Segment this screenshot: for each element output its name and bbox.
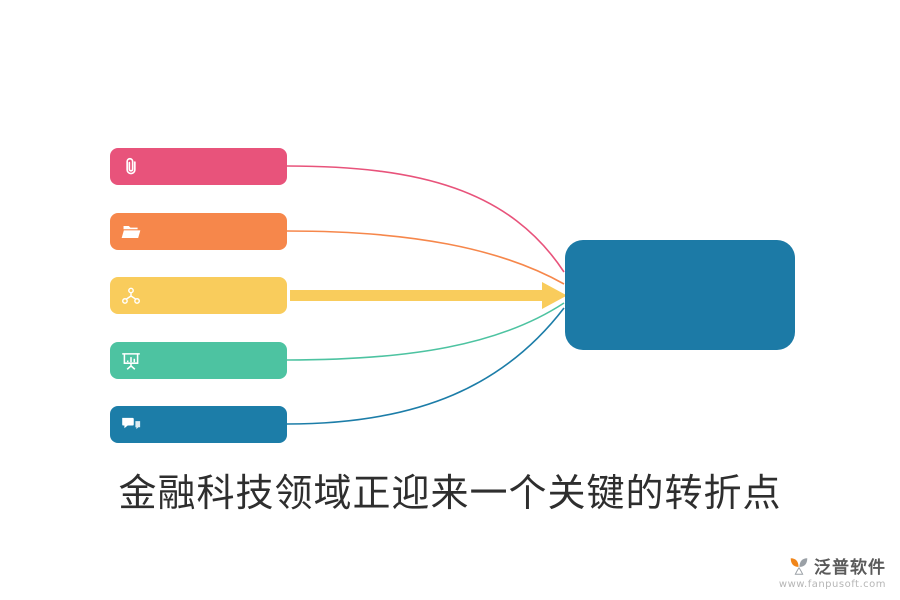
watermark: 泛普软件 www.fanpusoft.com — [779, 553, 886, 590]
connector-folder — [286, 230, 565, 285]
attachment-node — [110, 148, 287, 185]
chat-icon — [122, 417, 141, 429]
folder-icon — [121, 225, 141, 238]
share-network-icon — [122, 287, 140, 304]
connector-presentation — [286, 302, 565, 361]
fanpu-logo-icon — [790, 557, 808, 575]
watermark-url: www.fanpusoft.com — [778, 579, 886, 590]
hub-node — [565, 240, 795, 350]
chat-node — [110, 406, 287, 443]
presentation-icon — [122, 352, 140, 370]
network-node — [110, 277, 287, 314]
connector-chat — [286, 307, 565, 425]
connector-attachment — [286, 165, 565, 273]
presentation-node — [110, 342, 287, 379]
caption-text: 金融科技领域正迎来一个关键的转折点 — [118, 471, 782, 515]
folder-node — [110, 213, 287, 250]
connector-network-arrow-head — [542, 282, 567, 309]
paperclip-icon — [126, 157, 136, 174]
watermark-brand: 泛普软件 — [814, 558, 886, 578]
